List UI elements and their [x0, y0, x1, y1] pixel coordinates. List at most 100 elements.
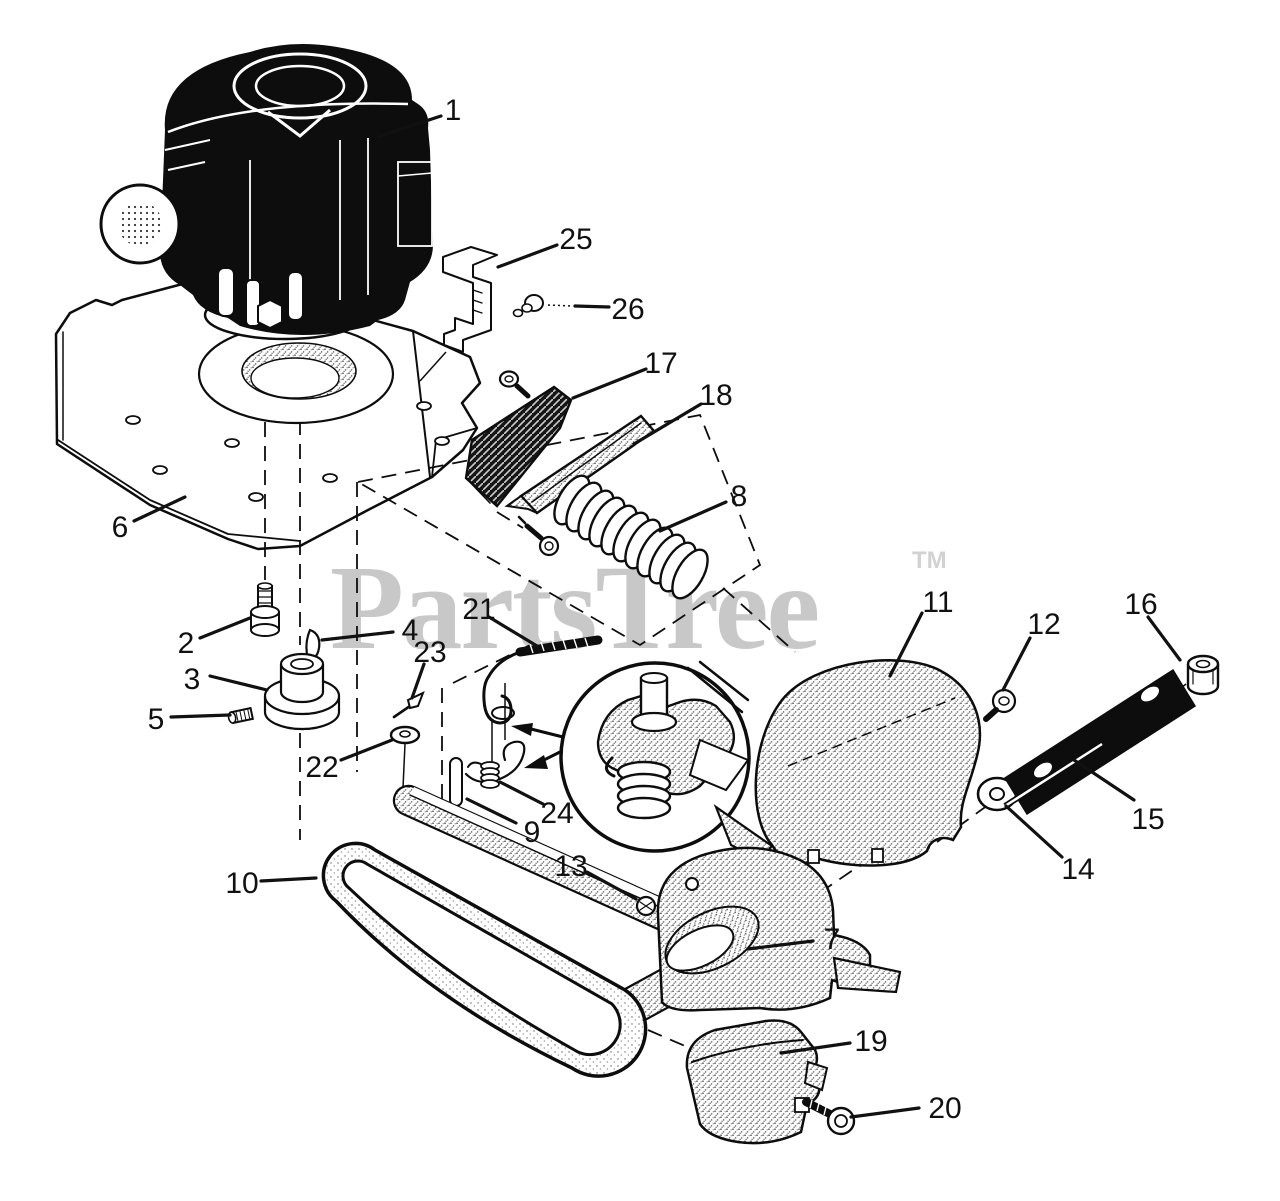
callout-19: 19 [779, 1025, 888, 1058]
callout-26: 26 [573, 293, 645, 326]
callout-leader-25 [496, 243, 559, 269]
detail-circle [559, 660, 751, 853]
callout-number-1: 1 [445, 94, 462, 127]
callout-leader-1 [378, 114, 443, 138]
callout-2: 2 [178, 616, 252, 660]
callout-number-12: 12 [1027, 608, 1060, 641]
part-pin-roll [449, 757, 463, 807]
callout-number-26: 26 [611, 293, 644, 326]
callout-number-15: 15 [1131, 803, 1164, 836]
callout-number-9: 9 [524, 816, 541, 849]
callout-24: 24 [498, 780, 574, 830]
callout-13: 13 [554, 850, 638, 901]
callout-leader-26 [573, 304, 611, 309]
callout-17: 17 [571, 347, 678, 400]
callout-8: 8 [658, 480, 748, 533]
part-deck [54, 280, 482, 551]
recoil-pull-detail [267, 108, 331, 138]
callout-number-8: 8 [731, 480, 748, 513]
callout-leader-3 [208, 674, 269, 692]
callout-number-17: 17 [644, 347, 677, 380]
callout-leader-22 [339, 738, 394, 762]
callout-4: 4 [320, 614, 419, 647]
part-bracket-7 [656, 846, 902, 1012]
part-washer-22 [389, 725, 421, 745]
part-nut-13 [635, 895, 657, 917]
watermark-tm: TM [912, 547, 947, 574]
callout-14: 14 [1004, 804, 1095, 886]
part-cover-19 [685, 1019, 829, 1145]
callout-9: 9 [465, 797, 541, 849]
part-nut-16 [1186, 654, 1220, 696]
callout-leader-15 [1072, 758, 1136, 802]
callout-number-6: 6 [112, 511, 129, 544]
callout-7: 7 [746, 923, 840, 956]
callout-leader-16 [1146, 615, 1182, 662]
engine-mount-bolts [217, 267, 304, 330]
part-spring-8 [553, 474, 709, 600]
muffler [99, 183, 204, 265]
callout-number-5: 5 [148, 703, 165, 736]
callout-16: 16 [1124, 588, 1182, 662]
part-screw-26 [512, 294, 573, 318]
callout-leader-17 [571, 367, 648, 400]
callout-number-11: 11 [922, 586, 953, 619]
part-setscrew-5 [227, 706, 255, 725]
callout-10: 10 [225, 867, 318, 900]
callout-leader-12 [1001, 636, 1032, 692]
part-engine [99, 44, 433, 341]
callout-number-23: 23 [413, 636, 446, 669]
callout-number-3: 3 [184, 663, 201, 696]
part-bracket-25 [442, 246, 498, 353]
part-adapter-3 [263, 652, 341, 731]
callout-leader-14 [1004, 804, 1064, 859]
part-screw-20 [802, 1098, 856, 1136]
part-cover-11 [713, 659, 982, 867]
callout-leader-6 [132, 495, 187, 523]
callout-22: 22 [305, 738, 394, 784]
callout-leader-20 [849, 1106, 921, 1119]
part-bolt-2 [250, 582, 280, 637]
callout-number-13: 13 [554, 850, 587, 883]
callout-leader-10 [259, 876, 318, 883]
part-pin-23 [392, 691, 425, 719]
callout-leader-7 [746, 939, 815, 951]
callout-leader-18 [632, 402, 703, 446]
part-plate-17 [464, 370, 573, 508]
callout-number-2: 2 [178, 627, 195, 660]
part-bar-15 [1003, 668, 1197, 816]
callout-number-14: 14 [1061, 853, 1094, 886]
callout-18: 18 [632, 379, 733, 446]
callout-number-20: 20 [928, 1092, 961, 1125]
callout-number-21: 21 [462, 593, 495, 626]
callout-leader-8 [658, 500, 728, 533]
callout-leader-2 [198, 616, 252, 640]
callout-number-18: 18 [699, 379, 732, 412]
detail-arrows [511, 723, 565, 769]
callout-leader-21 [487, 615, 539, 648]
callout-leader-11 [888, 611, 924, 678]
callout-leader-23 [410, 662, 426, 700]
part-belt-10 [304, 841, 648, 1078]
callout-number-4: 4 [402, 614, 419, 647]
callout-5: 5 [148, 703, 232, 736]
part-plate-18 [504, 414, 656, 557]
callout-leader-9 [465, 797, 518, 825]
callout-21: 21 [462, 593, 539, 648]
callout-6: 6 [112, 495, 187, 544]
callout-number-24: 24 [540, 797, 573, 830]
callout-12: 12 [1001, 608, 1061, 692]
callout-leader-24 [498, 780, 545, 806]
callout-1: 1 [378, 94, 462, 138]
callout-leader-19 [779, 1041, 852, 1055]
callout-leader-5 [169, 713, 232, 719]
callout-11: 11 [888, 586, 954, 678]
callout-leader-4 [320, 630, 395, 642]
part-screw-12 [983, 688, 1017, 722]
deck-bolt-holes [125, 401, 450, 502]
callout-23: 23 [410, 636, 447, 700]
callout-3: 3 [184, 663, 269, 696]
